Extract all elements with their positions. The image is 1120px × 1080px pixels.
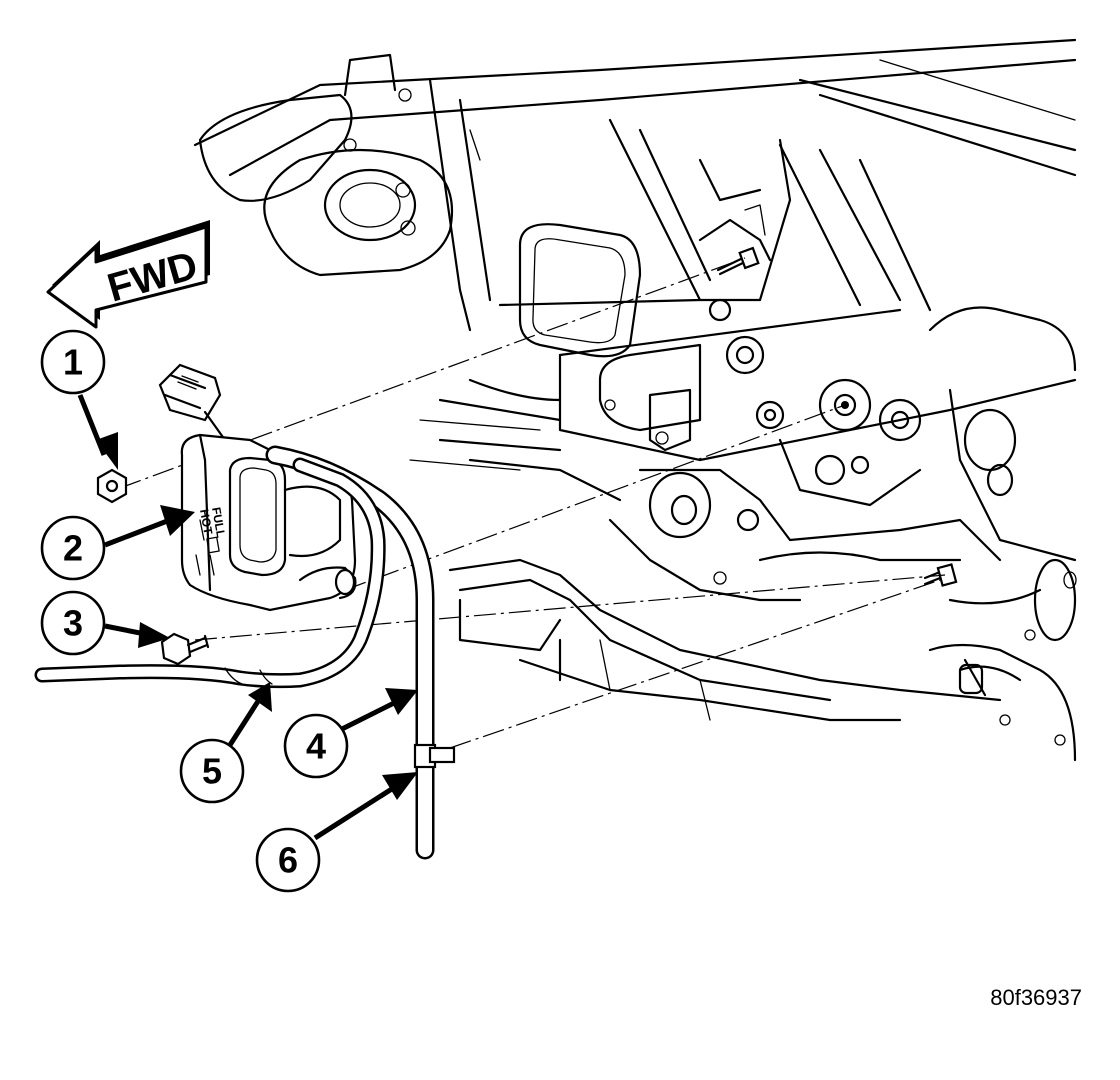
reservoir-full-label: FULL	[209, 506, 228, 539]
callout-6: 6	[255, 827, 321, 893]
coolant-reservoir: FULL HOT	[158, 363, 357, 612]
nut-fastener	[96, 468, 128, 504]
vehicle-body-structure	[193, 38, 1077, 762]
callout-number: 6	[278, 840, 298, 881]
callout-2: 2	[40, 515, 106, 581]
figure-code: 80f36937	[990, 985, 1082, 1010]
callout-number: 2	[63, 528, 83, 569]
forward-direction-arrow: FWD	[46, 220, 210, 329]
callout-3: 3	[40, 590, 106, 656]
callout-4: 4	[283, 713, 349, 779]
callout-number: 5	[202, 751, 222, 792]
callout-pointers	[77, 394, 418, 841]
bolt-fastener	[160, 632, 210, 666]
callout-number: 3	[63, 603, 83, 644]
callout-5: 5	[179, 738, 245, 804]
callout-1: 1	[40, 329, 106, 395]
mounting-stud-upper	[698, 218, 772, 276]
mounting-stud-lower	[923, 563, 958, 587]
callout-number: 1	[63, 342, 83, 383]
callout-number: 4	[306, 726, 326, 767]
supply-hose	[34, 457, 386, 689]
